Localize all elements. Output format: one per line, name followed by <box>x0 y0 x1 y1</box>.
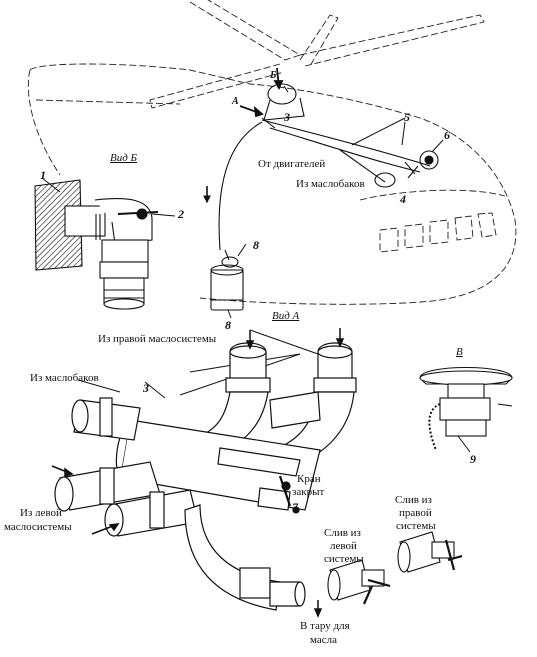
container-8-top <box>203 186 244 311</box>
manifold-view-a <box>54 342 357 611</box>
pointer-a: А <box>232 96 239 107</box>
label-from-oil-tanks-top: Из маслобаков <box>296 178 365 190</box>
drain-fittings <box>327 531 463 605</box>
view-a-title: Вид А <box>272 310 300 322</box>
callout-3-bottom: 3 <box>143 381 149 395</box>
label-drain-right-1: Слив из <box>395 494 432 506</box>
callout-3-top: 3 <box>284 110 290 124</box>
label-valve-closed-1: Кран <box>297 473 321 485</box>
label-drain-left-2: левой <box>330 540 357 552</box>
view-v-title: В <box>456 346 463 358</box>
callout-6: 6 <box>444 128 450 142</box>
label-from-right-oil-system: Из правой маслосистемы <box>98 333 217 345</box>
cap-assembly <box>419 367 513 451</box>
label-to-container-1: В тару для <box>300 620 350 632</box>
callout-8-top: 8 <box>253 238 259 252</box>
label-drain-left-3: системы <box>324 553 364 565</box>
engine-parts <box>218 83 439 251</box>
flow-arrows <box>51 328 345 618</box>
helicopter-outline <box>27 0 517 305</box>
label-drain-right-3: системы <box>396 520 436 532</box>
callout-2: 2 <box>178 207 184 221</box>
label-from-engines: От двигателей <box>258 158 326 170</box>
view-b-title: Вид Б <box>110 152 138 164</box>
label-drain-left-1: Слив из <box>324 527 361 539</box>
callout-9: 9 <box>470 452 476 466</box>
label-from-oil-tanks-left: Из маслобаков <box>30 372 99 384</box>
label-to-container-2: масла <box>310 634 338 646</box>
label-from-left-oil-system-2: маслосистемы <box>4 521 72 533</box>
pointer-b: Б <box>270 70 277 81</box>
callout-8-bottom: 8 <box>225 318 231 332</box>
label-valve-closed-2: закрыт <box>292 486 325 498</box>
callout-7: 7 <box>292 500 298 514</box>
callout-5: 5 <box>404 110 410 124</box>
label-drain-right-2: правой <box>399 507 432 519</box>
view-arrows <box>239 67 284 118</box>
label-from-left-oil-system-1: Из левой <box>20 507 62 519</box>
callout-1: 1 <box>40 168 46 182</box>
view-b-assembly <box>34 179 159 310</box>
callout-4: 4 <box>400 192 406 206</box>
